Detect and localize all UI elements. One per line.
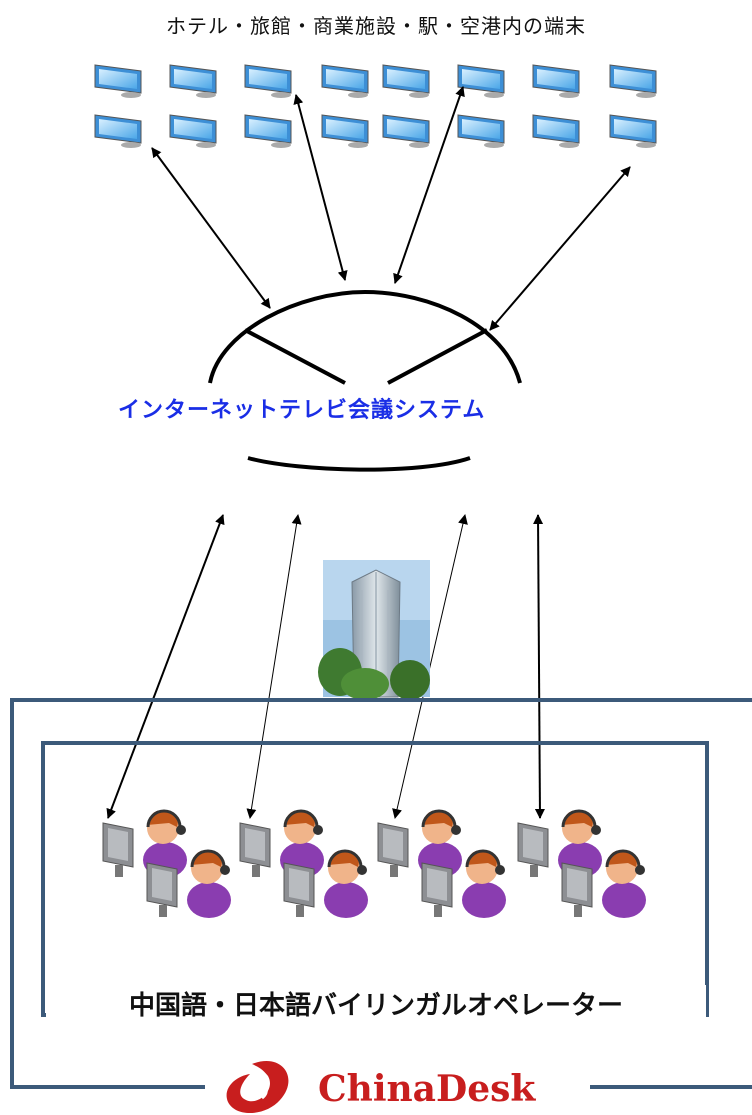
operator-person-icon — [377, 809, 462, 878]
terminal-monitor-icon — [169, 64, 217, 98]
office-building-image — [318, 560, 430, 700]
terminal-monitor-icon — [94, 64, 142, 98]
operator-person-icon — [102, 809, 187, 878]
terminal-links — [151, 86, 631, 331]
terminal-grid — [94, 64, 657, 148]
operator-person-icon — [146, 849, 231, 918]
terminal-monitor-icon — [609, 114, 657, 148]
terminal-monitor-icon — [457, 114, 505, 148]
terminal-monitor-icon — [457, 64, 505, 98]
terminal-monitor-icon — [532, 114, 580, 148]
terminal-monitor-icon — [244, 114, 292, 148]
company-frame — [10, 698, 752, 1089]
company-logo-text: ChinaDesk — [312, 1068, 542, 1110]
terminal-monitor-icon — [382, 64, 430, 98]
operator-person-icon — [283, 849, 368, 918]
system-label: インターネットテレビ会議システム — [118, 398, 486, 423]
terminals-label: ホテル・旅館・商業施設・駅・空港内の端末 — [166, 14, 586, 38]
operators-label: 中国語・日本語バイリンガルオペレーター — [46, 985, 706, 1022]
terminal-monitor-icon — [94, 114, 142, 148]
operator-person-icon — [239, 809, 324, 878]
terminal-monitor-icon — [321, 114, 369, 148]
terminal-monitor-icon — [244, 64, 292, 98]
china-desk-logo-icon — [226, 1060, 289, 1114]
operator-person-icon — [421, 849, 506, 918]
terminal-monitor-icon — [382, 114, 430, 148]
terminal-monitor-icon — [169, 114, 217, 148]
terminal-monitor-icon — [609, 64, 657, 98]
system-ellipse — [208, 289, 522, 472]
operator-group — [102, 809, 646, 918]
operator-links — [106, 514, 545, 819]
operator-person-icon — [561, 849, 646, 918]
operator-person-icon — [517, 809, 602, 878]
terminal-monitor-icon — [321, 64, 369, 98]
operator-frame — [41, 741, 709, 1017]
terminal-monitor-icon — [532, 64, 580, 98]
